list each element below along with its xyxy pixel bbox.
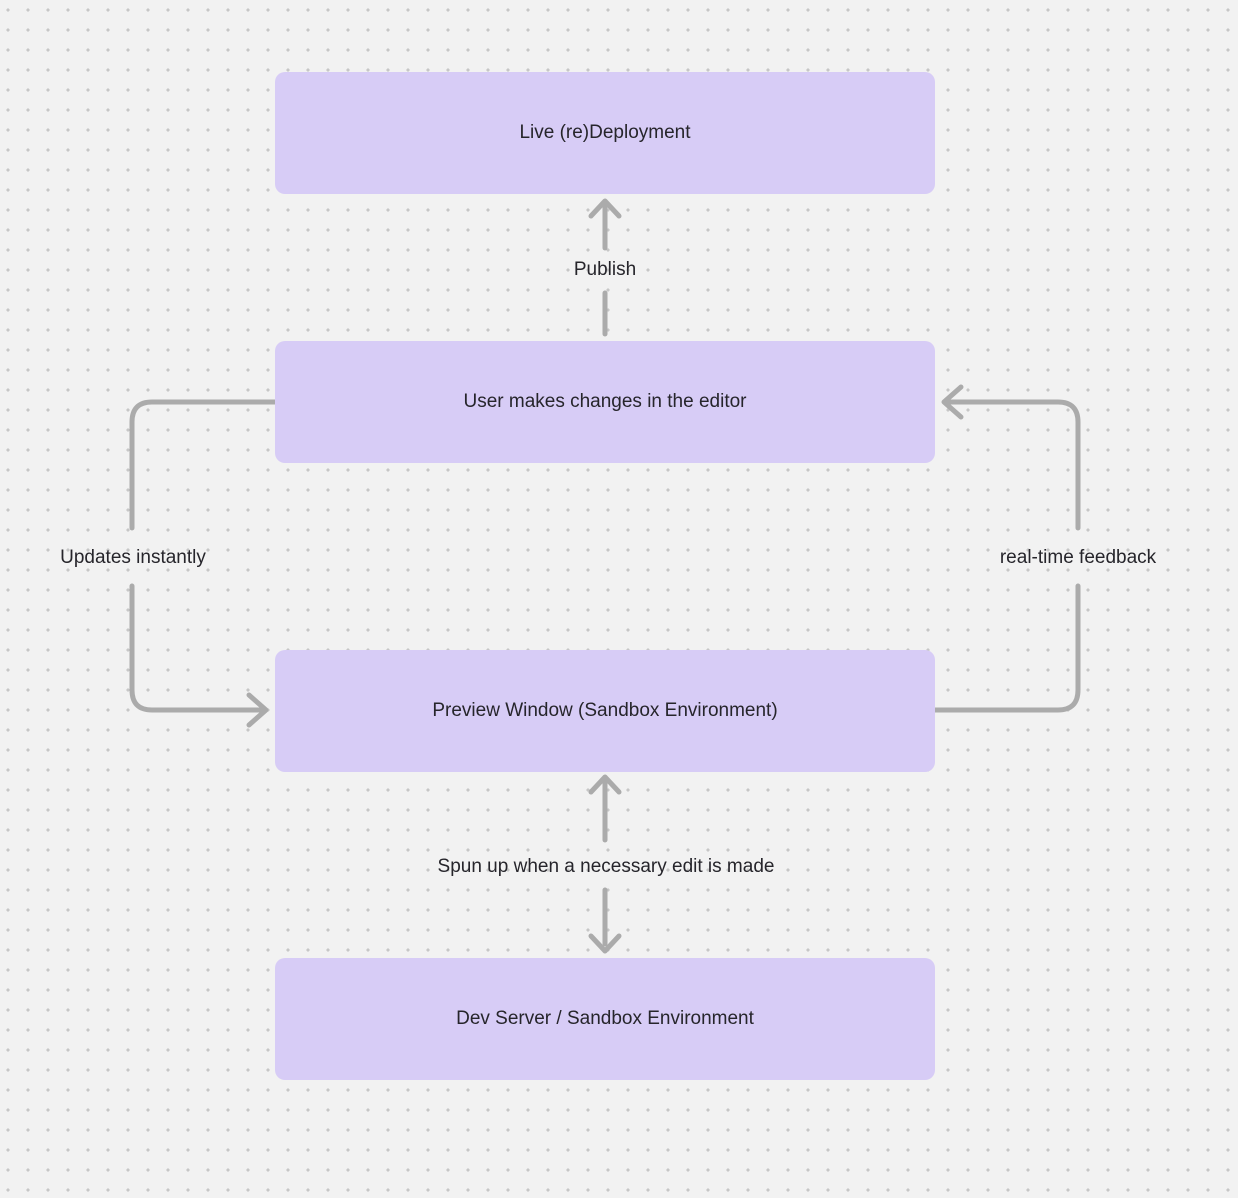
edge-label-publish: Publish — [573, 259, 637, 280]
node-preview-window-label: Preview Window (Sandbox Environment) — [432, 699, 778, 721]
edge-label-real-time-feedback: real-time feedback — [999, 547, 1157, 568]
spunup-arrowhead-down-icon — [588, 933, 622, 954]
updates-arrowhead-right-icon — [246, 692, 269, 728]
feedback-arrow-lower-segment — [932, 583, 1081, 713]
updates-arrow-lower-segment — [129, 583, 266, 713]
node-user-editor-changes-label: User makes changes in the editor — [463, 390, 747, 412]
node-dev-server: Dev Server / Sandbox Environment — [275, 958, 935, 1080]
feedback-arrowhead-left-icon — [941, 384, 964, 420]
publish-arrowhead-up-icon — [588, 198, 622, 219]
feedback-arrow-upper-segment — [944, 399, 1081, 531]
node-live-redeployment: Live (re)Deployment — [275, 72, 935, 194]
node-dev-server-label: Dev Server / Sandbox Environment — [456, 1007, 754, 1029]
edge-label-updates-instantly: Updates instantly — [60, 547, 206, 568]
node-live-redeployment-label: Live (re)Deployment — [519, 121, 691, 143]
updates-arrow-upper-segment — [129, 399, 278, 531]
spunup-arrowhead-up-icon — [588, 774, 622, 795]
edge-label-spun-up: Spun up when a necessary edit is made — [437, 856, 775, 877]
node-user-editor-changes: User makes changes in the editor — [275, 341, 935, 463]
node-preview-window: Preview Window (Sandbox Environment) — [275, 650, 935, 772]
